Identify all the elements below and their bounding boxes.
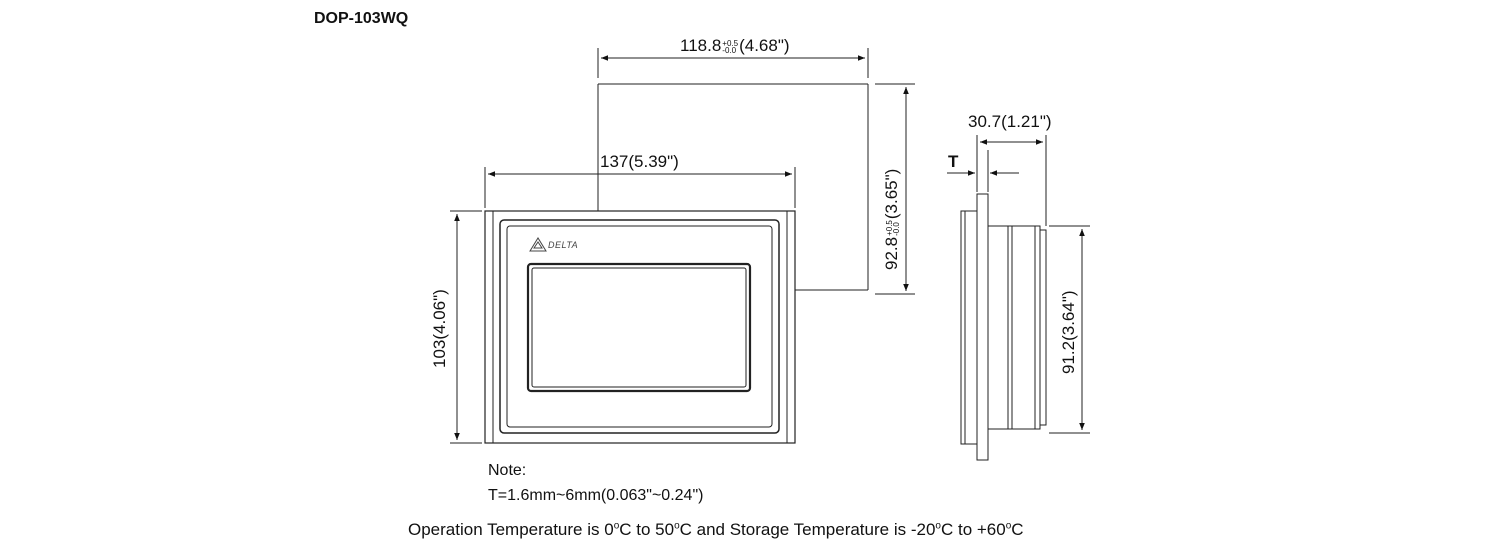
- cutout-height-label: 92.8+0.5-0.0(3.65"): [882, 169, 902, 270]
- depth-dimension: [976, 135, 1047, 226]
- cutout-width-tol-lower: -0.0: [722, 45, 737, 55]
- cutout-width-inch: (4.68"): [739, 36, 790, 55]
- thickness-dimension: [947, 150, 1019, 192]
- cutout-height-dimension: [875, 83, 915, 295]
- cutout-height-inch: (3.65"): [882, 168, 901, 220]
- cutout-width-tol-upper: +0.5: [722, 38, 739, 48]
- side-view: [960, 193, 1047, 461]
- temp-part-1: Operation Temperature is 0: [408, 520, 614, 539]
- cutout-height-tol-lower: -0.0: [891, 222, 901, 236]
- cutout-width-dimension: [597, 48, 869, 78]
- cutout-height-value: 92.8: [882, 236, 901, 270]
- degree-mark-3: o: [935, 520, 941, 532]
- degree-mark-2: o: [674, 520, 680, 532]
- front-panel: [484, 210, 796, 444]
- body-height-dimension: [1049, 225, 1090, 434]
- temperature-text: Operation Temperature is 0oC to 50oC and…: [408, 520, 1024, 540]
- temp-part-2: C to 50: [619, 520, 675, 539]
- temp-part-4: C to +60: [940, 520, 1006, 539]
- temp-part-5: C: [1011, 520, 1024, 539]
- front-width-dimension: [484, 167, 796, 208]
- front-width-label: 137(5.39"): [600, 152, 679, 171]
- cutout-outline: [597, 83, 869, 291]
- thickness-label: T: [948, 152, 959, 171]
- depth-label: 30.7(1.21"): [968, 112, 1052, 131]
- note-text: T=1.6mm~6mm(0.063"~0.24"): [488, 487, 704, 504]
- delta-logo-text: DELTA: [548, 240, 579, 250]
- degree-mark-1: o: [613, 520, 620, 532]
- cutout-width-label: 118.8+0.5-0.0(4.68"): [680, 36, 790, 56]
- model-title: DOP-103WQ: [314, 10, 409, 27]
- degree-mark-4: o: [1005, 520, 1012, 532]
- body-height-label: 91.2(3.64"): [1059, 290, 1078, 374]
- delta-logo-icon: [529, 237, 547, 252]
- front-height-label: 103(4.06"): [430, 289, 449, 368]
- temp-part-3: C and Storage Temperature is -20: [679, 520, 936, 539]
- front-height-dimension: [450, 210, 482, 444]
- note-heading: Note:: [488, 462, 527, 479]
- cutout-width-value: 118.8: [680, 36, 722, 55]
